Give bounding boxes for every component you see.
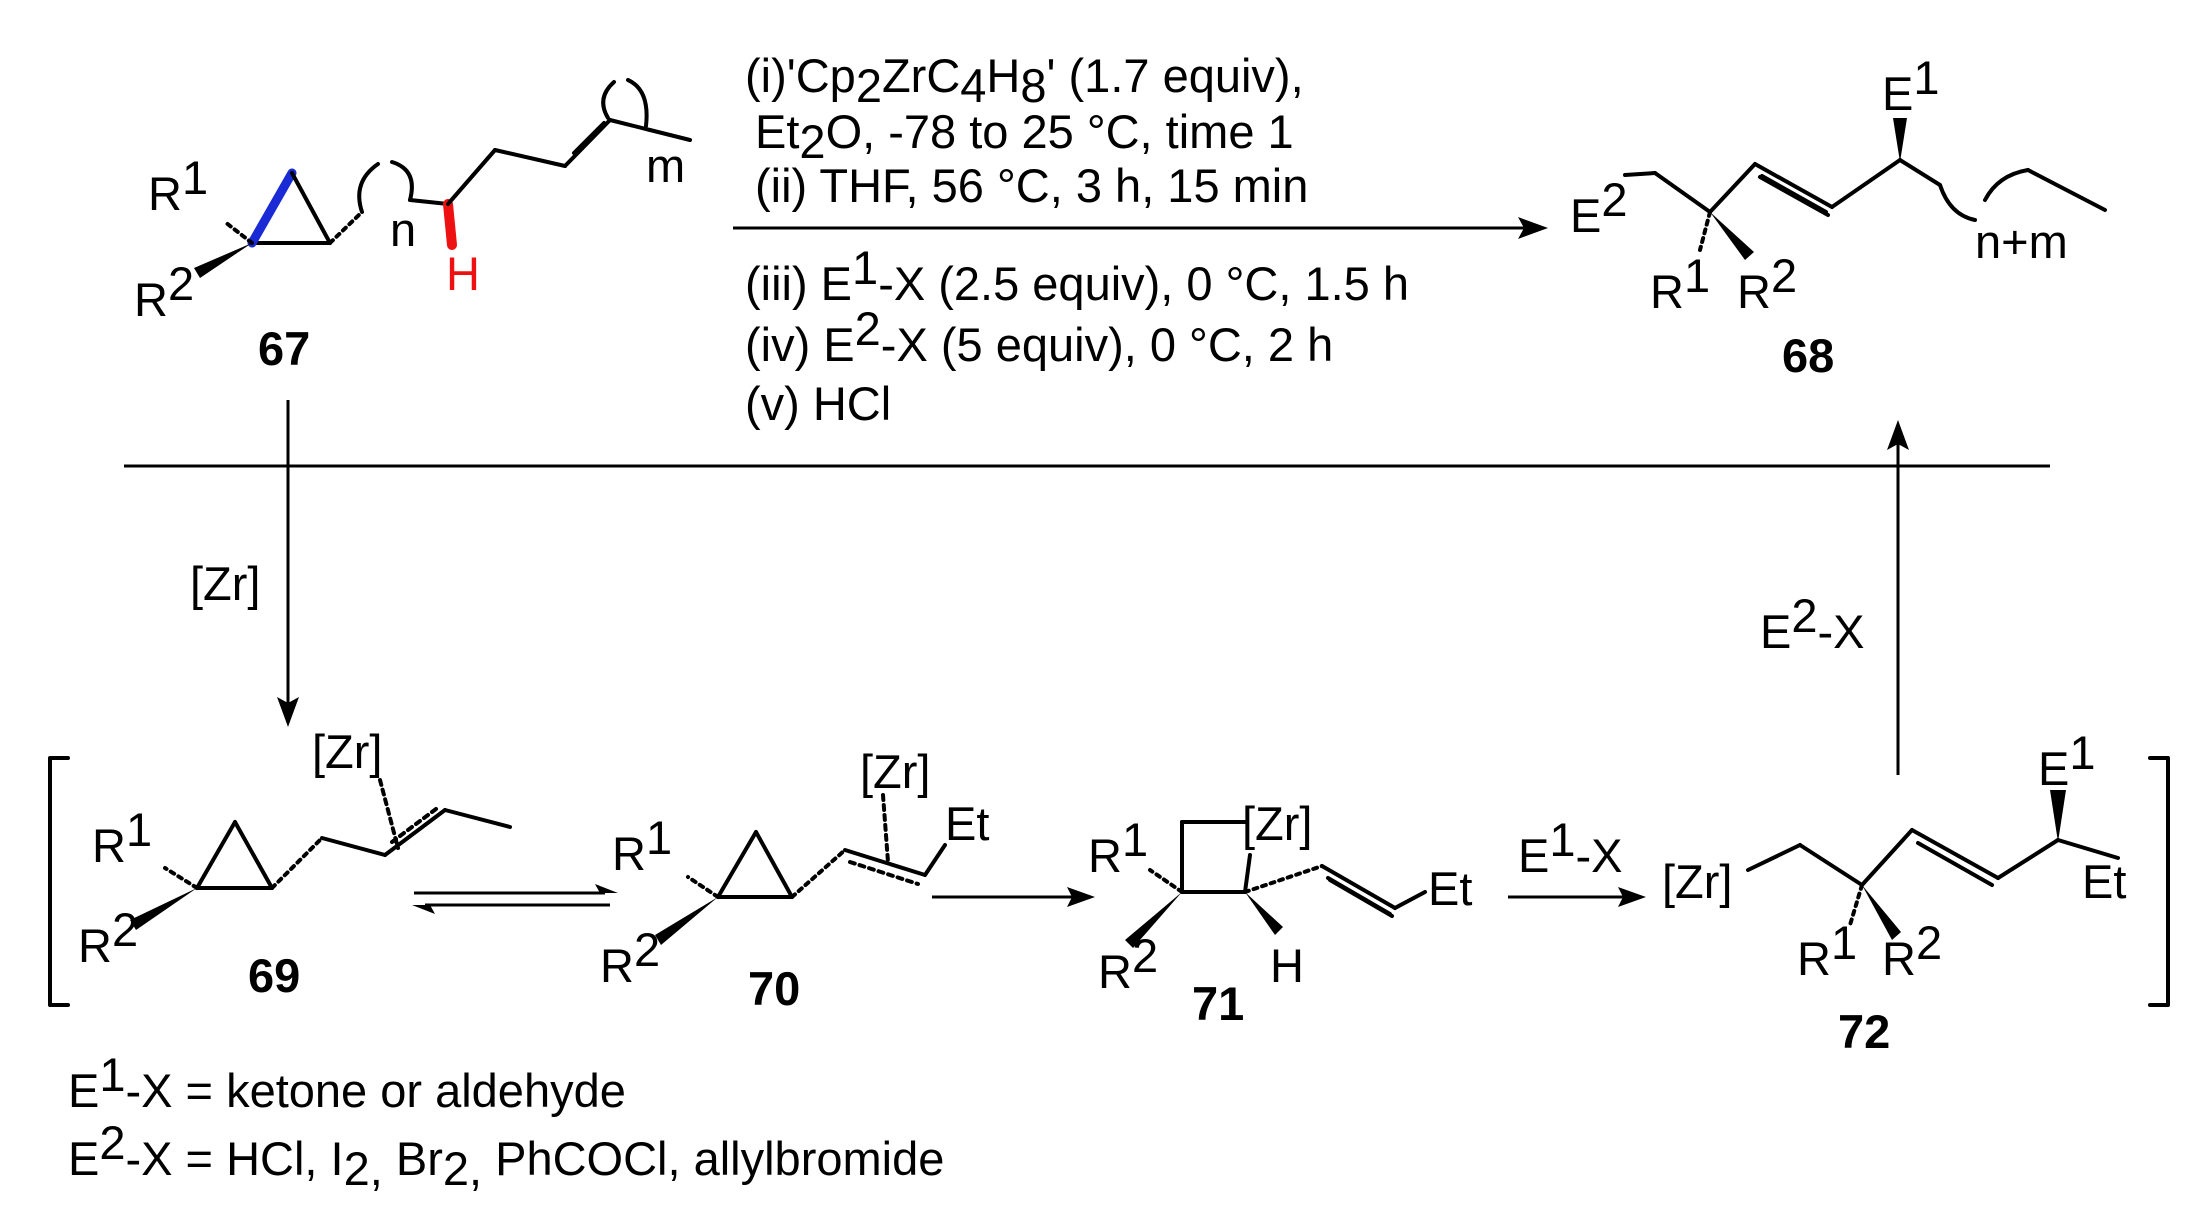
compound-68: E1 E2 R1 R2 n+m 68 [1570, 51, 2107, 382]
et-label: Et [1428, 862, 1472, 915]
main-reaction-arrow [733, 217, 1548, 239]
r2-label: R2 [134, 257, 194, 326]
r2-label: R2 [1737, 249, 1797, 318]
compound-number-67: 67 [258, 322, 310, 375]
compound-72: [Zr] E1 Et R1 R2 72 [1662, 726, 2126, 1058]
r2-label: R2 [1098, 929, 1158, 998]
chain-bracket-n [357, 162, 380, 214]
zr-label: [Zr] [1242, 797, 1312, 850]
e2x-arrow-label: E2-X [1760, 589, 1865, 658]
footnote-e2x: E2-X = HCl, I2, Br2, PhCOCl, allylbromid… [68, 1116, 944, 1195]
zr-arrow-label: [Zr] [190, 557, 260, 610]
r2-label: R2 [1882, 916, 1942, 985]
r1-label: R1 [1088, 813, 1148, 882]
zr-down-arrow: [Zr] [190, 400, 299, 727]
compound-70: [Zr] Et R1 R2 70 [600, 745, 989, 1015]
et-label: Et [945, 797, 989, 850]
r1-label: R1 [1650, 249, 1710, 318]
h-label: H [446, 247, 480, 300]
highlighted-bond-blue [247, 168, 297, 248]
compound-number-70: 70 [748, 962, 800, 1015]
equilibrium-arrows [412, 884, 618, 914]
compound-number-68: 68 [1782, 329, 1834, 382]
condition-v: (v) HCl [745, 377, 891, 430]
arrow-70-to-71 [932, 887, 1095, 907]
r1-label: R1 [1797, 916, 1857, 985]
e2-label: E2 [1570, 173, 1628, 242]
compound-71: [Zr] Et H R1 R2 71 [1088, 797, 1472, 1030]
condition-i: (i)'Cp2ZrC4H8' (1.7 equiv), [745, 49, 1304, 112]
e1-label: E1 [2038, 726, 2096, 795]
reaction-conditions: (i)'Cp2ZrC4H8' (1.7 equiv), Et2O, -78 to… [745, 49, 1409, 430]
n-label: n [390, 203, 416, 256]
e1-label: E1 [1882, 51, 1940, 120]
left-bracket [48, 756, 70, 1007]
footnotes: E1-X = ketone or aldehyde E2-X = HCl, I2… [68, 1048, 944, 1195]
chain-bracket-nm [1938, 183, 1977, 222]
condition-iii: (iii) E1-X (2.5 equiv), 0 °C, 1.5 h [745, 241, 1409, 310]
e1x-arrow-label: E1-X [1518, 813, 1623, 882]
zr-label: [Zr] [1662, 855, 1732, 908]
compound-number-71: 71 [1192, 977, 1244, 1030]
m-label: m [646, 139, 685, 192]
et-label: Et [2082, 855, 2126, 908]
footnote-e1x: E1-X = ketone or aldehyde [68, 1048, 626, 1117]
zr-label: [Zr] [860, 745, 930, 798]
nm-label: n+m [1975, 215, 2068, 268]
wedge-bond [1893, 118, 1907, 162]
e2x-up-arrow: E2-X [1760, 420, 1909, 775]
r2-label: R2 [600, 923, 660, 992]
condition-ii: (ii) THF, 56 °C, 3 h, 15 min [755, 159, 1308, 212]
compound-69: [Zr] R1 R2 69 [78, 725, 512, 1002]
wedge-bond [194, 243, 252, 278]
r1-label: R1 [612, 811, 672, 880]
highlighted-ch-bond-red [443, 199, 457, 250]
compound-number-69: 69 [248, 949, 300, 1002]
right-bracket [2148, 756, 2170, 1007]
compound-number-72: 72 [1838, 1005, 1890, 1058]
arrow-71-to-72: E1-X [1508, 813, 1646, 907]
h-label: H [1270, 939, 1304, 992]
chain-bracket-m [601, 80, 616, 120]
compound-67: R1 R2 n m H 67 [134, 78, 692, 375]
r2-label: R2 [78, 903, 138, 972]
condition-i-cont: Et2O, -78 to 25 °C, time 1 [755, 105, 1294, 168]
condition-iv: (iv) E2-X (5 equiv), 0 °C, 2 h [745, 302, 1333, 371]
r1-label: R1 [92, 803, 152, 872]
zr-label: [Zr] [312, 725, 382, 778]
r1-label: R1 [148, 151, 208, 220]
